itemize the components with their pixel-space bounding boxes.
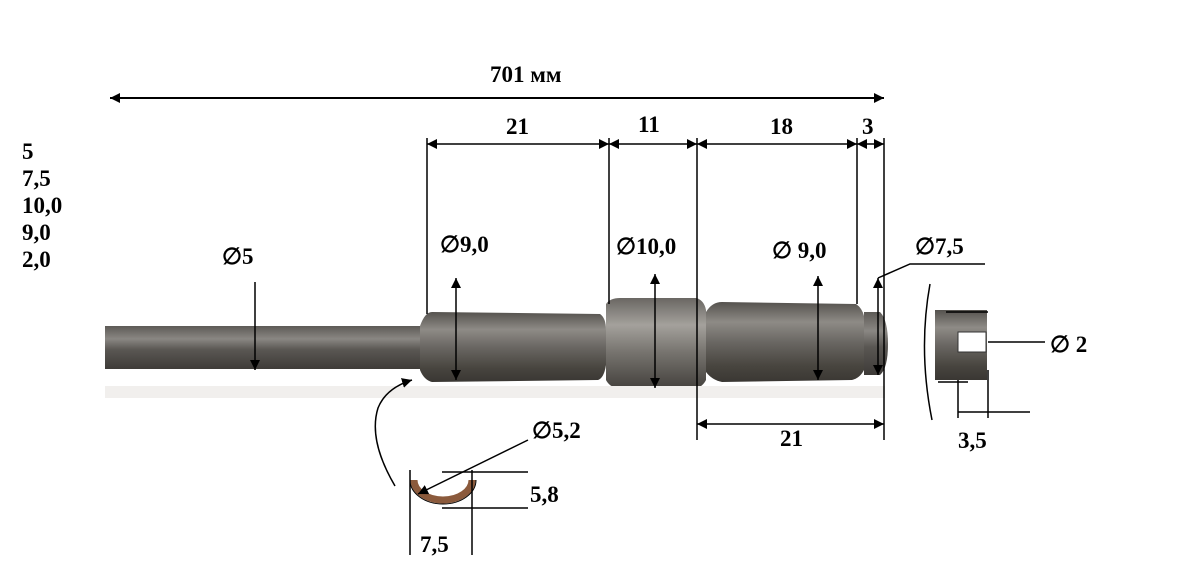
groove-diameter-leader xyxy=(417,439,529,495)
shaft-step-3 xyxy=(706,302,864,382)
side-list-item: 5 xyxy=(22,139,34,164)
groove-diameter-label: ∅5,2 xyxy=(532,418,581,443)
overall-length-dimension: 701 мм xyxy=(110,62,884,103)
shaft-step-1 xyxy=(420,312,606,382)
section-length-label-4: 3 xyxy=(862,114,874,139)
bottom-length-label: 21 xyxy=(780,426,803,451)
groove-width-label: 7,5 xyxy=(420,532,449,557)
shaft-rod-segment xyxy=(105,326,427,369)
diameter-dimensions: ∅5 ∅9,0 ∅10,0 ∅ 9,0 ∅7,5 ∅ 2 3,5 xyxy=(222,232,1087,453)
shaft-body xyxy=(105,298,888,398)
section-length-dimensions: 21 11 18 3 21 xyxy=(426,112,885,451)
groove-detail: ∅5,2 5,8 7,5 xyxy=(374,378,581,557)
end-view-hole xyxy=(957,331,987,353)
end-view-bracket xyxy=(923,283,933,421)
shaft-shadow xyxy=(105,386,885,398)
groove-profile xyxy=(410,479,476,504)
groove-callout-arrow xyxy=(374,378,413,487)
section-length-label-2: 11 xyxy=(638,112,660,137)
diameter-label-collar: ∅10,0 xyxy=(616,234,676,259)
diameter-label-section1: ∅9,0 xyxy=(440,232,489,257)
diameter-label-hole: ∅ 2 xyxy=(1050,332,1087,357)
side-dimension-list: 5 7,5 10,0 9,0 2,0 xyxy=(22,138,62,273)
side-list-item: 9,0 xyxy=(22,220,51,245)
section-length-label-1: 21 xyxy=(506,114,529,139)
shaft-collar xyxy=(606,298,706,388)
section-length-label-3: 18 xyxy=(770,114,793,139)
end-view xyxy=(923,283,1045,421)
overall-length-label: 701 мм xyxy=(490,62,562,87)
side-list-item: 2,0 xyxy=(22,247,51,272)
diameter-label-rod: ∅5 xyxy=(222,244,254,269)
diameter-leader-end xyxy=(877,263,985,279)
diameter-label-end: ∅7,5 xyxy=(915,234,964,259)
hole-depth-label: 3,5 xyxy=(958,428,987,453)
side-list-item: 7,5 xyxy=(22,166,51,191)
side-list-item: 10,0 xyxy=(22,193,63,218)
groove-depth-label: 5,8 xyxy=(530,482,559,507)
diameter-label-section3: ∅ 9,0 xyxy=(772,238,827,263)
groove-profile-outline xyxy=(409,479,477,505)
